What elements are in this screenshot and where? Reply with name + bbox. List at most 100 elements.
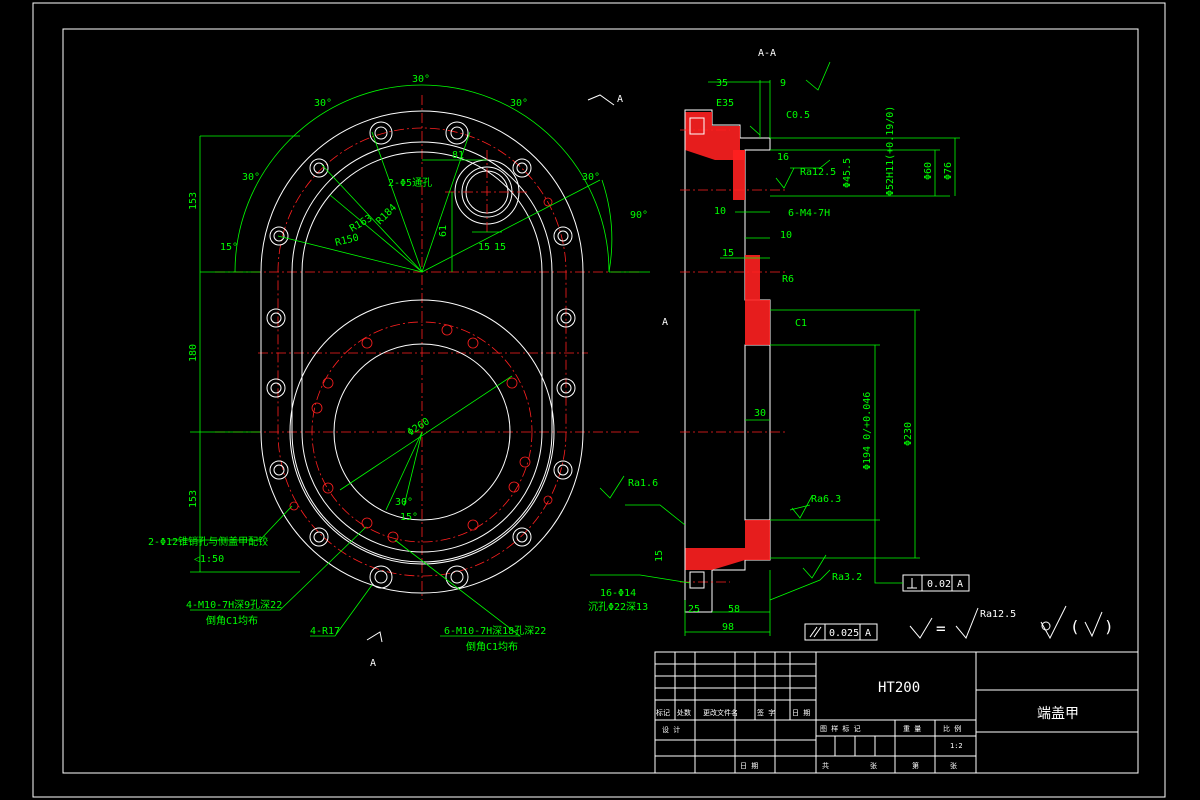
parallelism-icon — [813, 626, 822, 638]
parallelism-icon — [809, 626, 818, 638]
tb-h-file: 更改文件名 — [703, 708, 738, 717]
tb-h-date2: 日 期 — [740, 762, 758, 770]
note-4m10-line2: 倒角C1均布 — [206, 615, 258, 627]
diameter-phi260-line — [339, 375, 513, 491]
angle-top: 30° — [412, 74, 430, 85]
section-letter-bottom: A — [370, 658, 376, 669]
roughness-symbol — [791, 495, 813, 519]
phi194-text: Φ194 0/+0.046 — [862, 392, 873, 470]
bore-hole — [289, 501, 299, 511]
inner-frame — [62, 28, 1139, 774]
hatch-top — [685, 112, 745, 160]
bore-hole — [508, 481, 520, 493]
material-text: HT200 — [878, 680, 920, 696]
bore-hole — [361, 517, 373, 529]
bolt-hole — [556, 378, 576, 398]
tb-h-weight: 重 量 — [903, 725, 921, 733]
hatch-upper — [733, 150, 745, 200]
bolt-hole — [309, 158, 329, 178]
section-arrow-bottom — [366, 631, 383, 643]
phi230-text: Φ230 — [903, 422, 914, 446]
counterbore-bottom — [689, 571, 705, 589]
tb-h-sign: 签 字 — [757, 708, 775, 717]
bore-hole — [441, 324, 453, 336]
bolt-hole — [269, 460, 289, 480]
bolt-hole — [266, 308, 286, 328]
roughness-symbol — [599, 475, 625, 499]
dim-15a-text: 15 — [478, 242, 490, 253]
bore-hole — [311, 402, 323, 414]
tb-h-sheet: 张 — [870, 761, 877, 770]
tb-h-sheet2: 张 — [950, 761, 957, 770]
bore-hole — [322, 377, 334, 389]
leader-2phi12 — [170, 505, 293, 541]
angle-bottom-15: 15° — [400, 512, 418, 523]
tb-h-total: 共 — [822, 761, 829, 770]
angle-right-90: 90° — [630, 210, 648, 221]
bore-inner — [333, 343, 511, 521]
radius-r163 — [329, 194, 423, 273]
bore-hole — [506, 377, 518, 389]
leader-ra16 — [625, 504, 686, 526]
angle-ray — [403, 431, 423, 507]
dim-16-text: 16 — [777, 152, 789, 163]
bolt-hole-inner — [516, 162, 528, 174]
roughness-remaining-icon — [1040, 605, 1067, 640]
dim-153-top-text: 153 — [188, 192, 199, 210]
ra32-text: Ra3.2 — [832, 572, 862, 583]
rough-eq: = — [936, 619, 946, 638]
tb-h-drawing-mark: 图 样 标 记 — [820, 724, 861, 733]
roughness-general-icon — [955, 607, 979, 639]
note-4m10-line1: 4-M10-7H深9孔深22 — [186, 599, 282, 611]
bore-bolt-circle — [311, 321, 533, 543]
rough-val: Ra12.5 — [980, 609, 1016, 620]
dim-10a-text: 10 — [714, 206, 726, 217]
ra125-text: Ra12.5 — [800, 167, 836, 178]
bolt-hole — [553, 226, 573, 246]
roughness-symbol — [802, 554, 827, 579]
leader-tol-perp — [874, 520, 903, 584]
note-6m10-line2: 倒角C1均布 — [466, 641, 518, 653]
bolt-hole-inner — [557, 230, 569, 242]
roughness-symbol — [775, 167, 795, 189]
section-title: A-A — [758, 48, 776, 59]
rough-paren-close: ) — [1104, 617, 1114, 636]
bolt-hole — [445, 121, 469, 145]
bolt-hole — [266, 378, 286, 398]
roughness-symbol — [805, 61, 831, 91]
bolt-hole-inner — [450, 126, 464, 140]
e35-text: E35 — [716, 98, 734, 109]
bolt-hole-inner — [557, 464, 569, 476]
dim-15b-text: 15 — [494, 242, 506, 253]
bolt-hole-inner — [516, 531, 528, 543]
dim-52-text: Φ52H11(+0.19/0) — [885, 106, 896, 196]
hole-2phi5-text: 2-Φ5通孔 — [388, 177, 432, 189]
dim-15-mid-text: 15 — [722, 248, 734, 259]
bore-hole — [519, 456, 531, 468]
dim-58-text: 58 — [728, 604, 740, 615]
bolt-hole-inner — [313, 162, 325, 174]
radius-ray — [371, 131, 423, 273]
tb-h-date: 日 期 — [792, 709, 810, 717]
r6-text: R6 — [782, 274, 794, 285]
tb-h-scale: 比 例 — [943, 724, 961, 733]
dim-30-text: 30 — [754, 408, 766, 419]
rough-paren-open: ( — [1070, 617, 1080, 636]
angle-left-mid: 30° — [242, 172, 260, 183]
tb-h-count: 处数 — [677, 708, 691, 717]
leader-6m10 — [394, 539, 522, 637]
holes16-line1: 16-Φ14 — [600, 588, 636, 599]
bore-hole — [467, 519, 479, 531]
counterbore-top — [689, 117, 705, 135]
tol-frame-par — [804, 623, 878, 641]
dim-15-bot-text: 15 — [654, 550, 665, 562]
dim-phi76-text: Φ76 — [943, 162, 954, 180]
bolt-hole — [369, 565, 393, 589]
ra16-text: Ra1.6 — [628, 478, 658, 489]
leader-ra125 — [790, 159, 831, 169]
note-6m10-line1: 6-M10-7H深18孔深22 — [444, 625, 546, 637]
radius-r184-text: R184 — [374, 202, 399, 227]
dim-153-bot-text: 153 — [188, 490, 199, 508]
roughness-circle-icon — [1041, 621, 1051, 631]
